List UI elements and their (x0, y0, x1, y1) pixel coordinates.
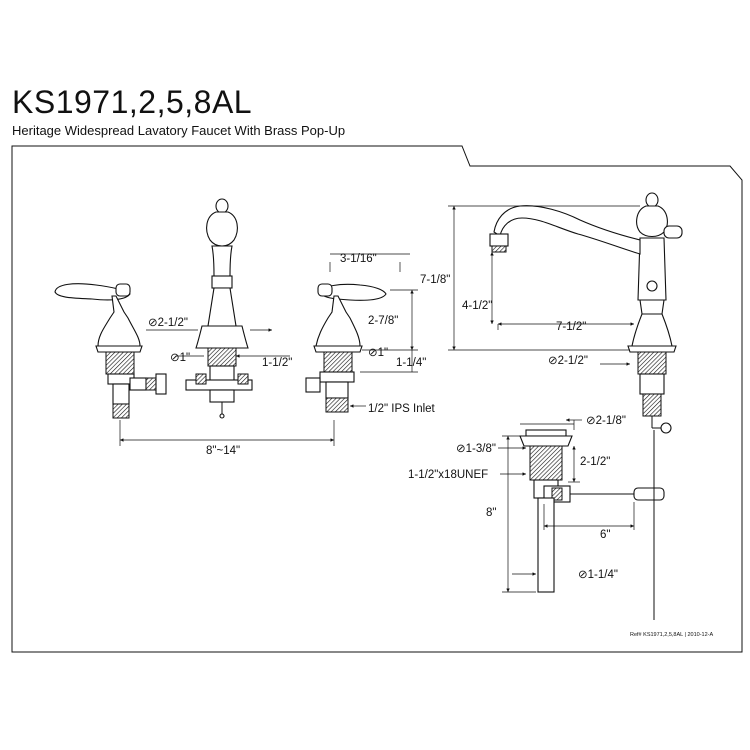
reference-note: Ref# KS1971,2,5,8AL | 2010-12-A (630, 632, 714, 638)
dim-handle-base-dia: ⊘2-1/2" (148, 317, 188, 329)
dim-ips-inlet: 1/2" IPS Inlet (368, 403, 436, 415)
widespread-faucet-front-view (54, 198, 418, 446)
dim-shank-length: 1-1/2" (262, 357, 292, 369)
dim-handle-shank-len: 1-1/4" (396, 357, 426, 369)
dim-drain-flange-dia: ⊘2-1/8" (586, 415, 626, 427)
dim-drain-body-len: 2-1/2" (580, 456, 610, 468)
drawing-border (11, 145, 743, 653)
dim-spout-clearance: 4-1/2" (462, 300, 492, 312)
dim-drain-body-dia: ⊘1-3/8" (456, 443, 496, 455)
dim-spread: 8"~14" (206, 445, 240, 457)
dim-total-height: 7-1/8" (420, 274, 450, 286)
pop-up-drain-assembly (498, 418, 665, 620)
dim-spout-base-dia: ⊘1" (170, 352, 190, 364)
dim-handle-shank-dia: ⊘1" (368, 347, 388, 359)
dim-drain-length: 8" (486, 507, 496, 519)
dim-spout-reach: 7-1/2" (556, 321, 586, 333)
dim-spout-height-small: 3-1/16" (340, 253, 377, 265)
dim-rod-length: 6" (600, 529, 610, 541)
right-handle (305, 283, 387, 413)
faucet-side-view (448, 192, 683, 434)
dim-side-base-dia: ⊘2-1/2" (548, 355, 588, 367)
model-title: KS1971,2,5,8AL (12, 84, 253, 120)
product-subtitle: Heritage Widespread Lavatory Faucet With… (12, 123, 346, 138)
dim-tailpiece-dia: ⊘1-1/4" (578, 569, 618, 581)
dim-handle-height: 2-7/8" (368, 315, 398, 327)
dim-drain-thread: 1-1/2"x18UNEF (408, 469, 488, 481)
center-spout (185, 198, 253, 419)
left-handle (54, 283, 167, 419)
